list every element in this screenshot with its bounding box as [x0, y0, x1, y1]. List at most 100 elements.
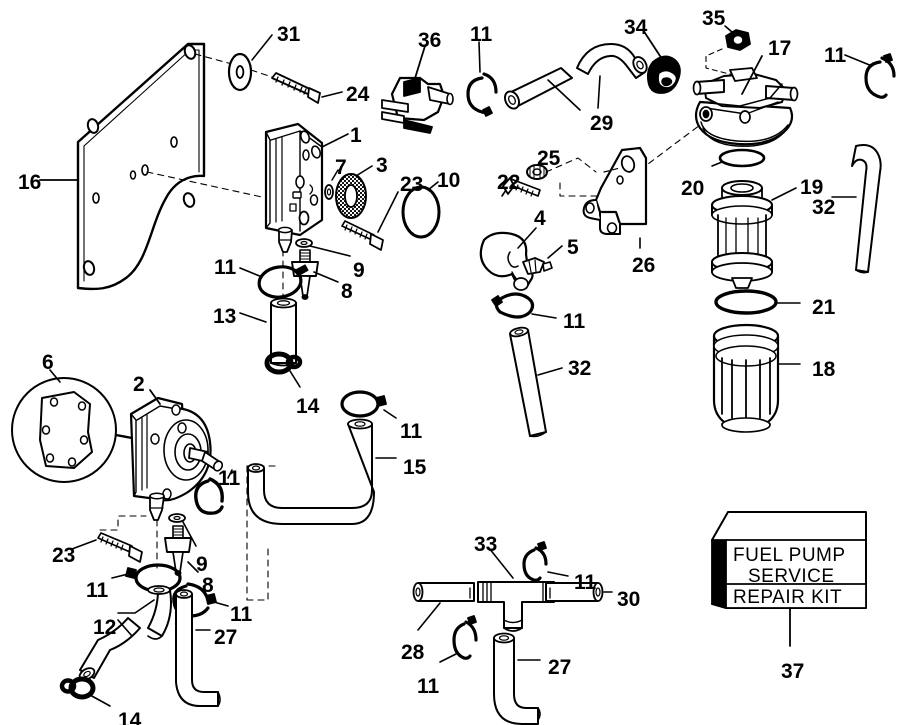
part-32-hose-long-right: [831, 144, 882, 274]
part-11-hose-clamp-tee-bottom: [439, 615, 478, 663]
callout-11: 11: [218, 467, 241, 490]
part-26-mounting-bracket-filter: [582, 146, 648, 249]
callout-1: 1: [350, 124, 362, 147]
callout-11: 11: [563, 310, 586, 333]
callout-12: 12: [93, 616, 117, 639]
part-6-gasket-detail-circle: [11, 369, 134, 483]
part-21-o-ring-lower: [714, 289, 801, 315]
callout-11: 11: [824, 44, 847, 67]
part-11-hose-clamp-hose15: [340, 390, 397, 419]
part-11-hose-clamp-pump2: [194, 469, 233, 515]
callout-14: 14: [296, 395, 320, 418]
part-23-bolt-long-upper: [341, 191, 399, 251]
part-30-hose-straight-right: [545, 582, 613, 602]
part-18-filter-bowl: [712, 323, 801, 433]
callout-8: 8: [202, 574, 214, 597]
callout-17: 17: [768, 37, 792, 60]
callout-7: 7: [335, 156, 347, 179]
part-35-nut: [705, 25, 751, 79]
part-17-filter-cap-assembly: [692, 55, 799, 147]
part-27-hose-l-middle: [493, 632, 541, 725]
part-37-kit-box: [711, 511, 867, 647]
callout-8: 8: [341, 280, 353, 303]
part-10-o-ring-large: [401, 181, 441, 239]
callout-33: 33: [474, 533, 498, 556]
callout-3: 3: [376, 154, 388, 177]
callout-22: 22: [497, 171, 521, 194]
callout-30: 30: [617, 588, 641, 611]
part-11-hose-clamp-lower-left: [111, 563, 182, 593]
part-11-hose-clamp-top: [466, 41, 498, 117]
callout-37: 37: [781, 660, 805, 683]
part-19-filter-element: [710, 180, 797, 289]
callout-25: 25: [537, 147, 561, 170]
callout-9: 9: [353, 259, 365, 282]
part-33-tee-connector: [477, 547, 555, 632]
part-2-fuel-pump-body-lower: [129, 389, 224, 521]
part-20-o-ring-upper: [711, 148, 766, 168]
callout-18: 18: [812, 358, 836, 381]
callout-21: 21: [812, 296, 836, 319]
callout-15: 15: [403, 456, 427, 479]
callout-28: 28: [401, 641, 425, 664]
callout-35: 35: [702, 7, 726, 30]
kit-box-line-1: FUEL PUMP: [733, 545, 846, 566]
callout-27: 27: [548, 656, 572, 679]
part-11-hose-clamp-tee-top: [522, 541, 569, 582]
callout-11: 11: [214, 256, 237, 279]
callout-32: 32: [812, 196, 836, 219]
part-27-hose-l-left: [175, 589, 221, 707]
callout-11: 11: [417, 675, 440, 698]
part-28-hose-straight-left: [412, 582, 475, 631]
callout-34: 34: [624, 16, 648, 39]
callout-31: 31: [277, 23, 301, 46]
part-16-mounting-bracket-plate: [39, 42, 206, 291]
part-15-hose-u-shaped: [247, 418, 397, 525]
callout-36: 36: [418, 29, 442, 52]
part-9-washer-small-lower: [168, 513, 197, 547]
callout-11: 11: [470, 23, 493, 46]
callout-19: 19: [800, 176, 824, 199]
part-24-screw-long: [271, 72, 343, 104]
callout-24: 24: [346, 83, 370, 106]
part-12-hose-short-bent-a: [147, 585, 172, 640]
part-3-filter-screen: [335, 165, 373, 219]
part-11-hose-clamp-right: [844, 53, 896, 99]
callout-11: 11: [86, 579, 109, 602]
kit-box-line-3: REPAIR KIT: [733, 587, 843, 608]
callout-9: 9: [196, 553, 208, 576]
callout-32: 32: [568, 357, 592, 380]
callout-27: 27: [214, 626, 238, 649]
callout-13: 13: [213, 305, 237, 328]
part-14-clamp-spring-upper: [264, 351, 303, 388]
part-9-washer-small-upper: [295, 238, 351, 257]
callout-26: 26: [632, 254, 656, 277]
kit-box-line-2: SERVICE: [748, 566, 835, 587]
callout-11: 11: [574, 571, 597, 594]
part-34-grommet: [644, 32, 681, 94]
part-36-connector-fitting: [381, 45, 454, 134]
callout-23: 23: [52, 544, 76, 567]
callout-14: 14: [118, 709, 142, 725]
part-7-pin: [324, 169, 339, 200]
part-1-fuel-pump-body-upper: [264, 122, 349, 253]
part-22-screw-bracket: [501, 177, 541, 197]
callout-4: 4: [534, 207, 546, 230]
callout-5: 5: [567, 236, 579, 259]
part-5-screw-cover: [522, 245, 563, 275]
callout-16: 16: [18, 171, 42, 194]
part-25-washer-lock: [526, 157, 548, 180]
callout-11: 11: [230, 603, 253, 626]
part-4-cover-plate: [479, 227, 537, 291]
callout-2: 2: [133, 373, 145, 396]
callout-11: 11: [400, 420, 423, 443]
part-14-clamp-spring-lower: [59, 676, 111, 707]
callout-10: 10: [437, 169, 461, 192]
part-13-hose-straight-short: [239, 297, 297, 367]
part-23-bolt-long-lower: [71, 532, 143, 563]
part-31-washer-flat: [227, 34, 273, 92]
callout-23: 23: [400, 173, 424, 196]
callout-20: 20: [681, 177, 705, 200]
